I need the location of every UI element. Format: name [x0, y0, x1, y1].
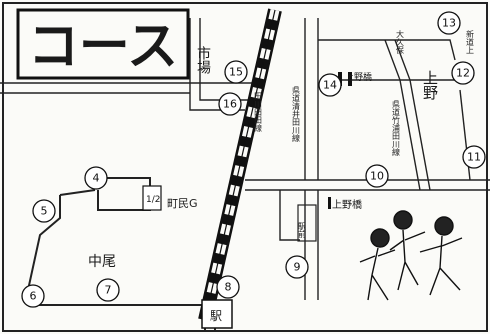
checkpoint-15: 15	[224, 60, 248, 84]
checkpoint-12: 12	[451, 61, 475, 85]
railway	[198, 8, 282, 322]
checkpoint-14-num: 14	[323, 79, 337, 92]
bridge-marks	[328, 72, 352, 209]
station-box	[201, 299, 233, 329]
checkpoint-16-num: 16	[223, 98, 237, 111]
runners-illustration	[359, 210, 463, 301]
label-nakao: 中尾	[88, 254, 116, 270]
label-bashi-top: 上野橋	[345, 71, 372, 83]
label-ueno-bashi: 上野橋	[332, 198, 362, 211]
checkpoint-11: 11	[462, 145, 486, 169]
checkpoint-4: 4	[84, 166, 108, 190]
label-route-c: 県道竹浦田川線	[392, 100, 401, 156]
checkpoint-6-num: 6	[30, 290, 37, 303]
checkpoint-11-num: 11	[467, 151, 481, 164]
checkpoint-16: 16	[218, 92, 242, 116]
checkpoint-13-num: 13	[442, 17, 456, 30]
label-okubo: 大久保	[396, 29, 405, 55]
checkpoint-12-num: 12	[456, 67, 470, 80]
building-box	[297, 204, 317, 242]
label-route-b: 県道清井田川線	[292, 86, 301, 142]
label-ichiba: 市場	[195, 45, 211, 74]
checkpoint-5: 5	[32, 199, 56, 223]
ekimae-label: 駅前	[298, 222, 307, 239]
checkpoint-7-num: 7	[105, 284, 112, 297]
roads	[0, 18, 490, 300]
checkpoint-13: 13	[437, 11, 461, 35]
half-label: 1/2	[146, 195, 160, 205]
label-niino: 新道上	[466, 29, 475, 54]
label-kamino: 上野	[421, 70, 439, 100]
checkpoint-4-num: 4	[93, 172, 100, 185]
map-frame	[2, 2, 488, 332]
label-route-a: 田川田田線	[254, 92, 263, 132]
checkpoint-8-num: 8	[225, 281, 232, 294]
label-shimin: 町民G	[167, 197, 198, 210]
checkpoint-5-num: 5	[41, 205, 48, 218]
checkpoint-6: 6	[21, 284, 45, 308]
checkpoint-7: 7	[96, 278, 120, 302]
checkpoint-10: 10	[365, 164, 389, 188]
map-title: コース	[28, 17, 178, 77]
title-box	[16, 8, 190, 80]
checkpoint-15-num: 15	[229, 66, 243, 79]
checkpoint-8: 8	[216, 275, 240, 299]
half-marker	[142, 185, 162, 211]
checkpoint-14: 14	[318, 73, 342, 97]
checkpoint-9: 9	[285, 255, 309, 279]
station-label: 駅	[210, 309, 222, 323]
checkpoint-9-num: 9	[294, 261, 301, 274]
checkpoint-10-num: 10	[370, 170, 384, 183]
